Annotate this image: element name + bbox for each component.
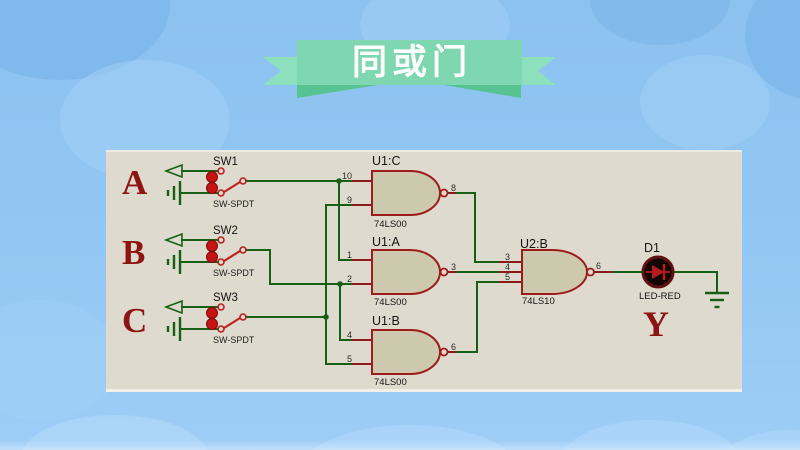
wire: [339, 283, 354, 341]
throw-contact: [217, 236, 225, 244]
switch-toggle-dot[interactable]: [206, 171, 218, 183]
cloud: [0, 300, 120, 420]
switch-sw2[interactable]: [163, 232, 247, 274]
ground-terminal-icon: [166, 317, 182, 341]
ground-terminal-icon: [166, 181, 182, 205]
led-part: LED-RED: [639, 291, 681, 302]
throw-contact: [217, 303, 225, 311]
gate-ref-u2b: U2:B: [520, 237, 548, 251]
pin-number: 3: [505, 252, 510, 262]
junction-dot: [336, 178, 342, 184]
pin-number: 2: [347, 274, 352, 284]
pin-stubs: [352, 180, 613, 365]
switch-lever[interactable]: [222, 180, 242, 194]
switch-ref-sw3: SW3: [213, 292, 238, 304]
ground-terminal-icon: [166, 250, 182, 274]
gate-part-u2b: 74LS10: [522, 296, 555, 307]
led-d1: [641, 255, 675, 289]
nand-gate-u1a: [371, 249, 449, 295]
pin-number: 10: [342, 171, 352, 181]
ground-symbol-icon: [705, 291, 729, 309]
gate-output-wires: [454, 192, 718, 353]
bottom-highlight: [0, 440, 800, 450]
nand-gate-u2b: [521, 249, 595, 295]
nand-gate-u1c: [371, 170, 449, 216]
switch-type-sw3: SW-SPDT: [213, 335, 255, 345]
pin-number: 4: [505, 262, 510, 272]
inversion-bubble-icon: [439, 188, 449, 198]
circuit-canvas: A B C Y SW1 SW-SPDT SW2 SW-SPDT SW3 SW-S…: [122, 154, 729, 388]
pin-number: 6: [596, 261, 601, 271]
nand-gate-body: [521, 249, 588, 295]
net-label-b: B: [122, 233, 145, 272]
pin-number: 8: [451, 183, 456, 193]
switch-toggle-dot[interactable]: [206, 318, 218, 330]
input-terminal-arrow-icon: [163, 163, 183, 179]
nand-gate-body: [371, 249, 441, 295]
wire: [454, 281, 501, 353]
inversion-bubble-icon: [439, 347, 449, 357]
switch-type-sw1: SW-SPDT: [213, 199, 255, 209]
net-c-wires: [245, 204, 354, 365]
switch-toggle-dot[interactable]: [206, 307, 218, 319]
switch-sw3[interactable]: [163, 299, 247, 341]
junction-dot: [323, 314, 329, 320]
cloud: [640, 55, 770, 150]
switch-toggle-dot[interactable]: [206, 251, 218, 263]
gate-part-u1b: 74LS00: [374, 377, 407, 388]
wire: [325, 204, 354, 365]
pin-number: 9: [347, 195, 352, 205]
pin-number: 5: [505, 272, 510, 282]
gate-part-u1c: 74LS00: [374, 219, 407, 230]
pole-contact: [239, 177, 247, 185]
pin-number: 1: [347, 250, 352, 260]
wire: [338, 180, 354, 261]
gate-ref-u1c: U1:C: [372, 154, 400, 168]
input-terminal-arrow-icon: [163, 299, 183, 315]
nand-gate-body: [371, 170, 441, 216]
gate-ref-u1b: U1:B: [372, 314, 400, 328]
net-b-wires: [245, 249, 354, 341]
throw-contact: [217, 167, 225, 175]
gate-ref-u1a: U1:A: [372, 235, 400, 249]
nand-gate-body: [371, 329, 441, 375]
led-ref: D1: [644, 241, 660, 255]
pole-contact: [239, 246, 247, 254]
page-title: 同或门: [351, 43, 472, 82]
inversion-bubble-icon: [439, 267, 449, 277]
ribbon-fold-right: [444, 85, 521, 98]
ribbon-tail-left: [263, 57, 298, 85]
switch-toggle-dot[interactable]: [206, 182, 218, 194]
wire: [245, 249, 354, 285]
net-label-a: A: [122, 163, 148, 202]
pin-number: 4: [347, 330, 352, 340]
switch-type-sw2: SW-SPDT: [213, 268, 255, 278]
inversion-bubble-icon: [586, 267, 595, 277]
cloud: [590, 0, 730, 45]
diode-triangle-icon: [652, 265, 664, 279]
switch-ref-sw1: SW1: [213, 156, 238, 168]
net-a-wires: [245, 178, 354, 261]
junction-dot: [337, 281, 343, 287]
gate-part-u1a: 74LS00: [374, 297, 407, 308]
input-terminal-arrow-icon: [163, 232, 183, 248]
switch-lever[interactable]: [222, 316, 242, 330]
title-banner: 同或门: [297, 40, 522, 85]
pin-number: 5: [347, 354, 352, 364]
schematic-panel: A B C Y SW1 SW-SPDT SW2 SW-SPDT SW3 SW-S…: [106, 150, 742, 392]
nand-gate-u1b: [371, 329, 449, 375]
switch-lever[interactable]: [222, 249, 242, 263]
ribbon-tail-right: [521, 57, 556, 85]
pole-contact: [239, 313, 247, 321]
net-label-y: Y: [643, 304, 669, 344]
wire: [454, 192, 501, 263]
pin-number: 3: [451, 262, 456, 272]
switch-sw1[interactable]: [163, 163, 247, 205]
switch-ref-sw2: SW2: [213, 225, 238, 237]
switch-toggle-dot[interactable]: [206, 240, 218, 252]
net-label-c: C: [122, 301, 147, 340]
ribbon-fold-left: [297, 85, 378, 98]
wire: [672, 271, 718, 294]
pin-number: 6: [451, 342, 456, 352]
